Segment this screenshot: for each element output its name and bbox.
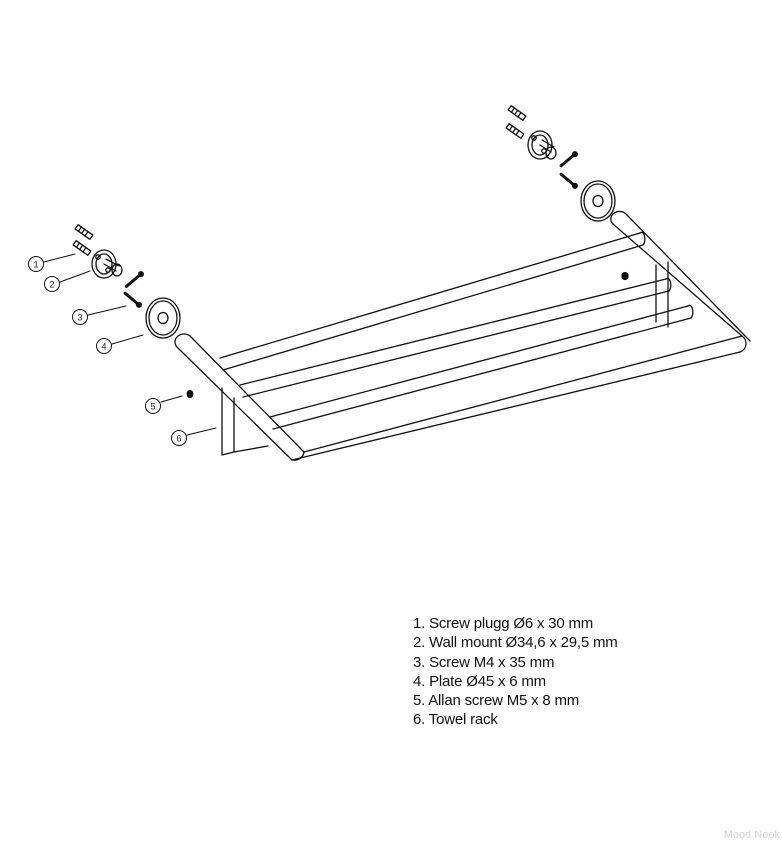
part-item: 6. Towel rack xyxy=(413,711,498,729)
towel-rack xyxy=(174,210,751,461)
right-mount-group xyxy=(505,105,616,222)
callout-2: 2 xyxy=(49,279,54,289)
callout-6: 6 xyxy=(176,433,181,443)
part-item: 4. Plate Ø45 x 6 mm xyxy=(413,672,546,690)
part-item: 3. Screw M4 x 35 mm xyxy=(413,653,555,671)
callout-1: 1 xyxy=(33,259,38,269)
callout-5: 5 xyxy=(150,401,155,411)
left-mount-group xyxy=(72,224,194,399)
callout-4: 4 xyxy=(101,341,106,351)
callout-3: 3 xyxy=(77,312,82,322)
part-item: 5. Allan screw M5 x 8 mm xyxy=(413,692,580,710)
callout-circles xyxy=(28,256,187,446)
part-item: 2. Wall mount Ø34,6 x 29,5 mm xyxy=(413,634,618,652)
parts-list: 1. Screw plugg Ø6 x 30 mm 2. Wall mount … xyxy=(413,614,618,730)
callout-leaders xyxy=(43,253,217,436)
part-item: 1. Screw plugg Ø6 x 30 mm xyxy=(413,615,594,632)
watermark: Mood Nook xyxy=(723,829,780,841)
